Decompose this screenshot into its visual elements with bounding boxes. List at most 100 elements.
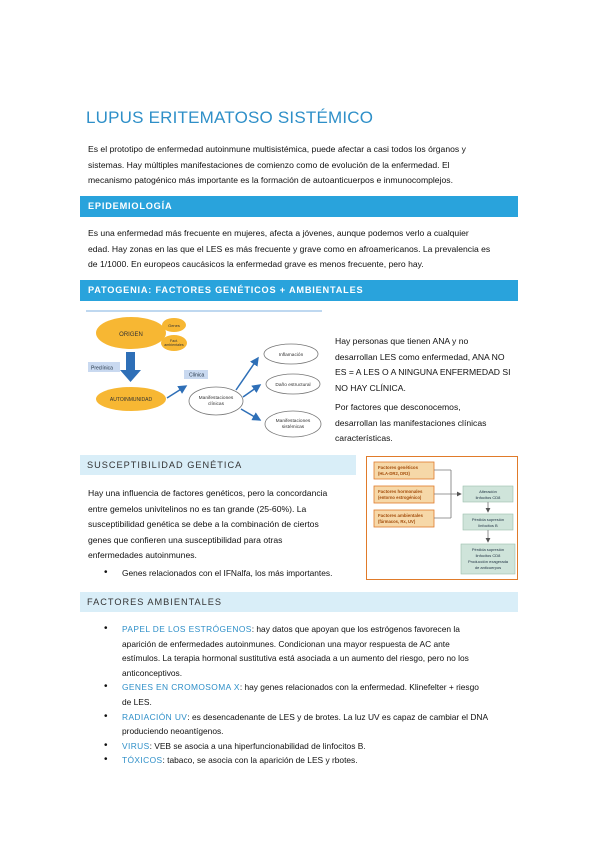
r3-line3: Producción exagerada — [468, 559, 509, 564]
autoinmunidad-label: AUTOINMUNIDAD — [110, 397, 153, 403]
susceptibilidad-line: susceptibilidad genética se debe a la co… — [88, 519, 319, 529]
genes-node — [162, 318, 186, 332]
factor-box-hormonal — [373, 485, 435, 504]
clinica-tag — [184, 370, 208, 379]
note-line: Hay personas que tienen ANA y no — [335, 336, 469, 346]
arrow-to-sistemicas — [240, 408, 262, 421]
manifestaciones-label-2: clínicas — [208, 401, 225, 407]
r1-line1: Alteración — [479, 489, 497, 494]
dano-node — [265, 373, 321, 395]
r2-line1: Pérdida supresión — [472, 517, 504, 522]
susceptibilidad-line: genes que confieren una susceptibilidad … — [88, 534, 283, 545]
note-line: desarrollan LES como enfermedad, ANA NO — [335, 351, 505, 362]
sistemicas-label-2: sistémicas — [282, 424, 305, 430]
item-text: anticonceptivos. — [122, 667, 183, 678]
factores-label-2: ambientales — [164, 343, 184, 347]
box3-line1: Factores ambientales — [378, 513, 423, 518]
item-text: : hay datos que apoyan que los estrógeno… — [251, 624, 460, 634]
list-item: RADIACIÓN UV: es desencadenante de LES y… — [100, 710, 520, 739]
item-text: : tabaco, se asocia con la aparición de … — [162, 755, 358, 766]
result-box-antibodies — [460, 543, 516, 575]
section-heading-epidemiologia: EPIDEMIOLOGÍA — [80, 196, 518, 217]
box3-line2: (fármacos, Rx, UV) — [378, 519, 416, 524]
box1-line2: (HLA-DR2, DR3) — [378, 471, 410, 476]
factors-figure: Factores genéticos (HLA-DR2, DR3) Factor… — [366, 456, 518, 580]
patogenia-note-1: Hay personas que tienen ANA y no desarro… — [335, 334, 511, 396]
note-line: desarrollan las manifestaciones clínicas — [335, 417, 487, 428]
item-text: aparición de enfermedades autoinmunes. C… — [122, 638, 450, 649]
susceptibilidad-paragraph: Hay una influencia de factores genéticos… — [88, 486, 327, 564]
keyword-estrogenos: PAPEL DE LOS ESTRÓGENOS — [122, 624, 252, 634]
autoinmunidad-node — [96, 387, 166, 411]
manifestaciones-label-1: Manifestaciones — [199, 395, 234, 401]
pathogenesis-diagram: ORIGEN Genes Fact. ambientales Preclínic… — [86, 310, 322, 438]
factor-box-genetic — [373, 461, 435, 480]
box2-line1: Factores hormonales — [378, 489, 423, 494]
keyword-toxicos: TÓXICOS — [122, 755, 163, 766]
note-line: Por factores que desconocemos, — [335, 402, 461, 412]
arrow-to-inflamacion — [235, 356, 259, 391]
preclinica-tag — [88, 362, 120, 372]
clinica-label: Clínica — [189, 373, 205, 379]
epidemiologia-line: Es una enfermedad más frecuente en mujer… — [88, 228, 469, 238]
r2-line2: linfocitos B — [478, 523, 498, 528]
page-title: LUPUS ERITEMATOSO SISTÉMICO — [86, 108, 374, 127]
note-line: ES = A LES O A NINGUNA ENFERMEDAD SI — [335, 367, 511, 377]
ambientales-list: PAPEL DE LOS ESTRÓGENOS: hay datos que a… — [100, 622, 520, 768]
susceptibilidad-line: Hay una influencia de factores genéticos… — [88, 488, 328, 498]
intro-line: sistemas. Hay múltiples manifestaciones … — [88, 159, 450, 170]
item-text: de LES. — [122, 696, 152, 707]
list-item: PAPEL DE LOS ESTRÓGENOS: hay datos que a… — [100, 622, 520, 680]
origen-node — [96, 317, 166, 349]
item-text: : es desencadenante de LES y de brotes. … — [187, 711, 489, 722]
section-heading-susceptibilidad: SUSCEPTIBILIDAD GENÉTICA — [80, 455, 356, 475]
factores-label-1: Fact. — [170, 339, 178, 343]
note-line: características. — [335, 433, 393, 443]
down-arrow — [126, 352, 135, 370]
intro-line: mecanismo patogénico más importante es l… — [88, 175, 453, 185]
epidemiologia-line: de 1/1000. En europeos caucásicos la enf… — [88, 259, 424, 269]
origen-label: ORIGEN — [119, 332, 143, 338]
manifestaciones-node — [188, 386, 244, 416]
list-item: TÓXICOS: tabaco, se asocia con la aparic… — [100, 753, 520, 768]
genes-label: Genes — [168, 323, 180, 328]
patogenia-note-2: Por factores que desconocemos, desarroll… — [335, 400, 486, 447]
epidemiologia-line: edad. Hay zonas en las que el LES es más… — [88, 243, 491, 254]
item-text: estímulos. La terapia hormonal sustituti… — [122, 653, 469, 664]
arrow-to-manifestaciones — [166, 385, 188, 399]
note-line: NO HAY CLÍNICA. — [335, 382, 406, 393]
box1-line1: Factores genéticos — [378, 465, 419, 470]
r3-line4: de anticuerpos — [475, 565, 501, 570]
epidemiologia-paragraph: Es una enfermedad más frecuente en mujer… — [88, 226, 490, 273]
r3-line2: linfocitos CD8 — [476, 553, 501, 558]
inflamacion-node — [263, 343, 319, 365]
intro-paragraph: Es el prototipo de enfermedad autoinmune… — [88, 142, 466, 189]
keyword-virus: VIRUS — [122, 740, 150, 751]
list-item: GENES EN CROMOSOMA X: hay genes relacion… — [100, 680, 520, 709]
susceptibilidad-bullets: Genes relacionados con el IFNalfa, los m… — [100, 566, 332, 581]
list-item: Genes relacionados con el IFNalfa, los m… — [100, 566, 332, 581]
intro-line: Es el prototipo de enfermedad autoinmune… — [88, 144, 466, 154]
inflamacion-label: Inflamación — [279, 352, 304, 358]
keyword-radiacion-uv: RADIACIÓN UV — [122, 711, 188, 722]
factores-node — [161, 335, 187, 351]
susceptibilidad-line: enfermedades autoinmunes. — [88, 550, 197, 560]
item-text: produciendo neoantígenos. — [122, 726, 224, 737]
dano-label: Daño estructural — [275, 382, 310, 388]
susceptibilidad-line: entre gemelos univitelinos no es tan gra… — [88, 503, 307, 514]
section-heading-patogenia: PATOGENIA: FACTORES GENÉTICOS + AMBIENTA… — [80, 280, 518, 301]
item-text: : VEB se asocia a una hiperfuncionabilid… — [149, 740, 366, 751]
sistemicas-node — [264, 410, 322, 438]
list-item: VIRUS: VEB se asocia a una hiperfunciona… — [100, 739, 520, 754]
preclinica-label: Preclínica — [91, 366, 113, 372]
down-arrow-head — [120, 370, 141, 382]
r3-line1: Pérdida supresión — [472, 547, 504, 552]
item-text: : hay genes relacionados con la enfermed… — [239, 682, 479, 693]
sistemicas-label-1: Manifestaciones — [276, 418, 311, 424]
section-heading-ambientales: FACTORES AMBIENTALES — [80, 592, 518, 612]
r1-line2: linfocitos CD8 — [476, 495, 501, 500]
arrow-to-dano — [242, 384, 262, 398]
box2-line2: (entorno estrogénico) — [378, 495, 422, 500]
factor-box-environment — [373, 509, 435, 528]
